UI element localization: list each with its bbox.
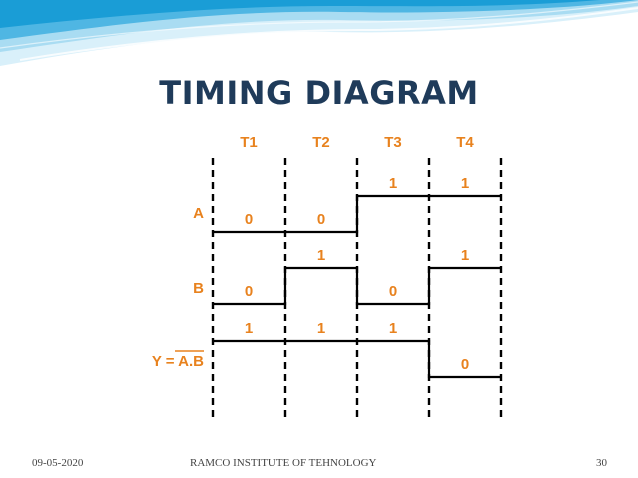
level-label-a-4: 1	[461, 175, 469, 192]
footer-institution: RAMCO INSTITUTE OF TEHNOLOGY	[190, 457, 377, 469]
level-label-b-3: 0	[389, 283, 397, 300]
decorative-wave-banner	[0, 0, 638, 66]
waveform-a	[213, 194, 501, 234]
column-header-t1: T1	[240, 134, 258, 151]
level-label-y-3: 1	[389, 320, 397, 337]
level-label-a-2: 0	[317, 211, 325, 228]
level-label-a-1: 0	[245, 211, 253, 228]
signal-name-y: Y = A.B	[152, 353, 204, 370]
level-label-y-1: 1	[245, 320, 253, 337]
slide-title: TIMING DIAGRAM	[159, 74, 479, 112]
footer-date: 09-05-2020	[32, 457, 84, 469]
level-label-a-3: 1	[389, 175, 397, 192]
level-label-b-2: 1	[317, 247, 325, 264]
waveform-y	[213, 339, 501, 379]
column-header-t3: T3	[384, 134, 402, 151]
level-label-y-4: 0	[461, 356, 469, 373]
column-header-t2: T2	[312, 134, 330, 151]
level-label-b-1: 0	[245, 283, 253, 300]
waveform-b	[213, 266, 501, 306]
footer-page-number: 30	[596, 457, 607, 469]
signal-name-b: B	[193, 280, 204, 297]
level-label-b-4: 1	[461, 247, 469, 264]
timing-diagram-panel	[128, 128, 523, 430]
column-header-t4: T4	[456, 134, 474, 151]
signal-name-a: A	[193, 205, 204, 222]
level-label-y-2: 1	[317, 320, 325, 337]
